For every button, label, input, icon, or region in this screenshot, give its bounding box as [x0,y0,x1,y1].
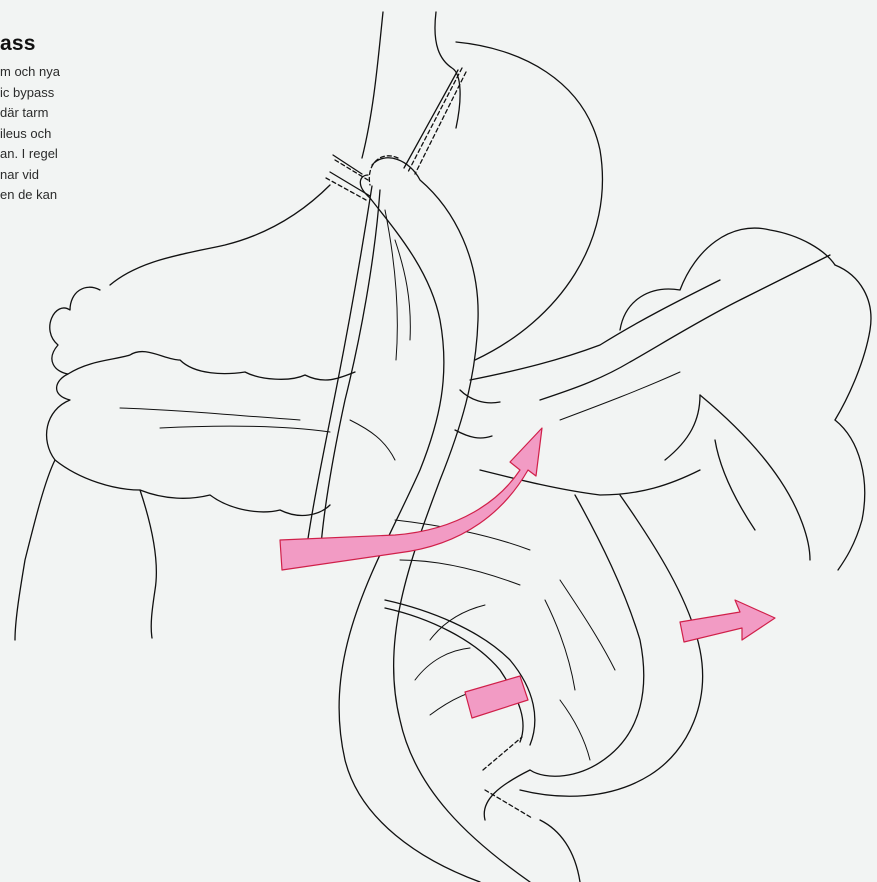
stomach-remnant [110,42,602,360]
colon [15,228,871,640]
arrow-lower-left [465,676,528,718]
jejunal-loop [484,770,580,882]
esophagus [362,12,460,158]
flow-arrows [280,428,775,718]
roux-limb [339,158,530,882]
mesentery-folds [120,210,820,760]
arrow-right [680,600,775,642]
staple-edges [330,70,458,196]
arrow-upper-curved [280,428,542,570]
